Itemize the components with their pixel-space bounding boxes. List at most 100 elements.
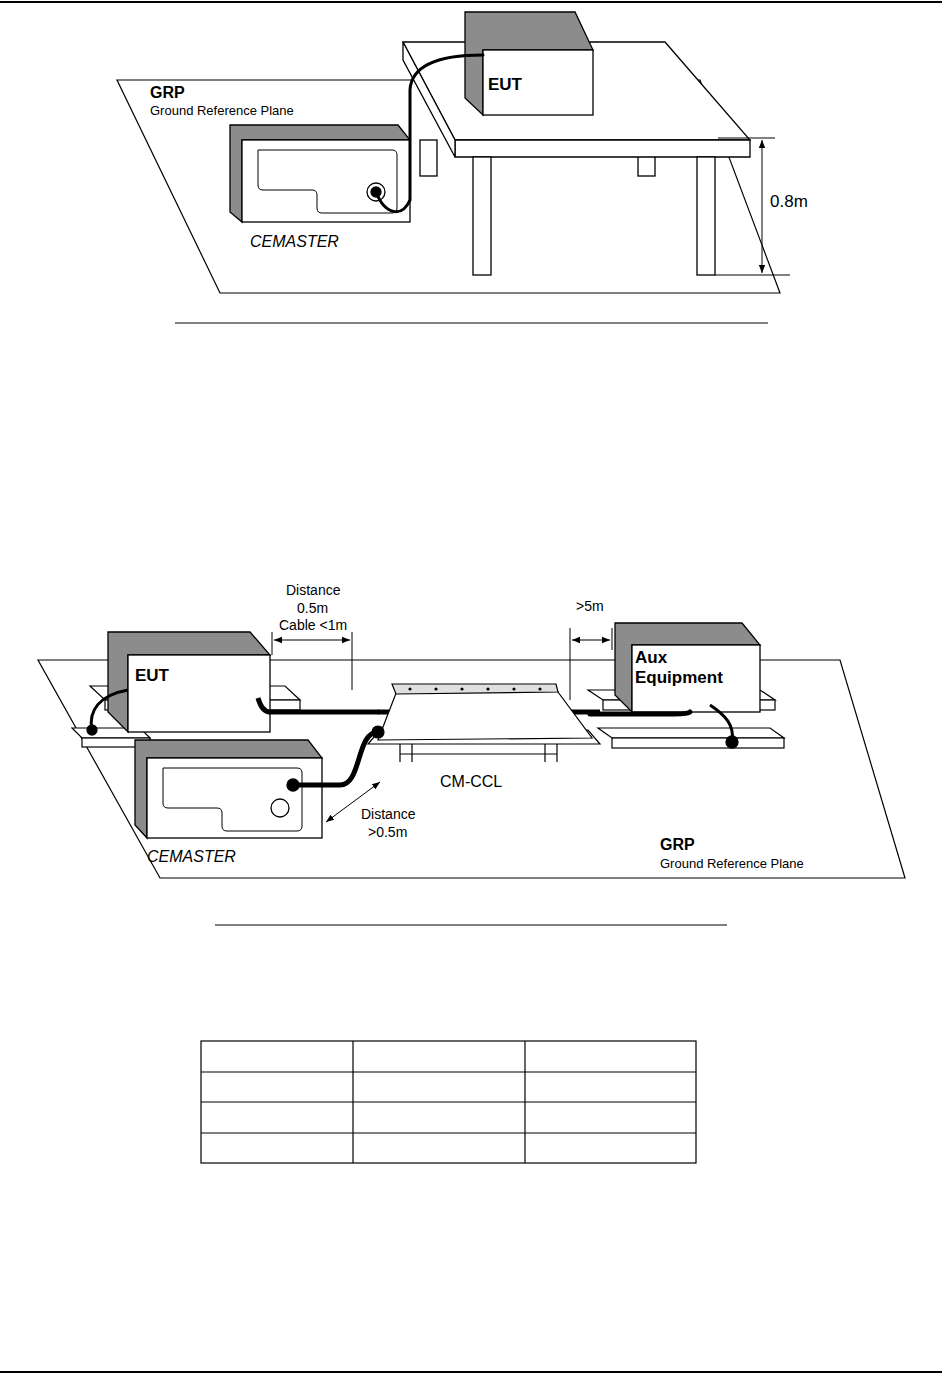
pallet: [612, 738, 784, 748]
node-label: CEMASTER: [250, 232, 339, 251]
dimension-line: [274, 640, 350, 641]
empty-table: [201, 1101, 696, 1102]
empty-table: [524, 1041, 525, 1163]
dimension-line: [272, 628, 612, 822]
generator-box: [147, 758, 322, 838]
cable: [270, 710, 378, 715]
generator-box: CEMASTER: [147, 758, 322, 870]
coupling-clamp: [411, 744, 412, 762]
aux-box: Aux Equipment: [632, 645, 760, 712]
dimension-label: 0.8m: [768, 192, 810, 212]
generator-box: [163, 768, 302, 831]
coupling-clamp: [392, 684, 558, 694]
coupling-clamp: [538, 687, 541, 690]
coupling-clamp: [460, 687, 463, 690]
dimension-label: >0.5m: [366, 824, 409, 841]
node-label: EUT: [488, 75, 522, 95]
equipment-box: [87, 632, 270, 735]
equipment-box: [128, 655, 270, 732]
coupling-clamp: [399, 744, 400, 762]
coupling-clamp: [486, 687, 489, 690]
equipment-box: EUT: [128, 655, 270, 732]
dimension-line: [718, 138, 775, 139]
dimension-line: [570, 628, 571, 700]
generator-box: [135, 740, 322, 838]
generator-box: [230, 125, 410, 222]
rule: [215, 925, 727, 926]
empty-table: [201, 1071, 696, 1072]
node-label: Aux Equipment: [635, 648, 735, 689]
rule: [175, 323, 768, 324]
dimension-line: [272, 632, 273, 655]
dimension-line: [352, 632, 353, 690]
table: [403, 42, 750, 275]
table: [697, 157, 715, 275]
equipment-box: EUT: [483, 50, 593, 115]
generator-box: [230, 125, 410, 222]
empty-table: [201, 1041, 696, 1163]
dimension-line: [715, 275, 790, 276]
cable: [410, 55, 483, 200]
equipment-box: [258, 698, 270, 712]
node-label: GRP: [660, 835, 695, 854]
coupling-clamp: [408, 687, 411, 690]
node-label: EUT: [135, 666, 169, 686]
dimension-line: [612, 628, 613, 650]
pallet: [598, 728, 784, 738]
dimension-line: [762, 140, 763, 273]
equipment-box: [91, 690, 128, 730]
generator-box: [135, 740, 322, 838]
generator-box: [242, 140, 410, 222]
generator-box: CEMASTER: [242, 140, 410, 255]
node-label: CM-CCL: [440, 772, 502, 791]
dimension-label: Cable <1m: [277, 617, 349, 634]
coupling-clamp: [544, 744, 545, 762]
equipment-box: [465, 12, 593, 115]
coupling-clamp: [400, 753, 557, 754]
coupling-clamp: CM-CCL: [378, 690, 590, 795]
equipment-box: [87, 725, 97, 735]
ground-plane-region: GRP Ground Reference Plane EUT CEMASTER CM-C…: [38, 655, 905, 880]
generator-box: [287, 779, 299, 791]
equipment-box: [108, 632, 270, 732]
ground-plane-region: GRPGround Reference PlaneCEMASTER: [117, 78, 780, 295]
rule: [175, 323, 768, 324]
node-label: Ground Reference Plane: [660, 856, 804, 872]
generator-box: [271, 799, 289, 817]
table: [420, 140, 437, 176]
page-frame: [0, 1, 942, 3]
table: [455, 140, 750, 157]
generator-box: [376, 192, 410, 212]
dimension-label: >5m: [574, 598, 606, 615]
dimension-line: [572, 640, 610, 641]
node-label: Ground Reference Plane: [150, 103, 294, 119]
aux-box: [726, 736, 738, 748]
node-label: CEMASTER: [147, 847, 236, 866]
aux-box: [615, 623, 760, 748]
empty-table: [201, 1132, 696, 1133]
equipment-box: [483, 50, 593, 115]
aux-box: [615, 623, 760, 712]
dimension-label: 0.5m: [295, 600, 330, 617]
coupling-clamp: [434, 687, 437, 690]
coupling-clamp: [368, 684, 600, 762]
coupling-clamp: [378, 688, 592, 740]
coupling-clamp: [556, 744, 557, 762]
cable: [322, 732, 378, 785]
equipment-box: [465, 12, 593, 115]
table: [473, 157, 491, 275]
dimension-label: Distance: [284, 582, 342, 599]
coupling-clamp: [512, 687, 515, 690]
empty-table: [352, 1041, 353, 1163]
rule: [215, 925, 727, 926]
aux-box: [632, 645, 760, 712]
coupling-clamp: [408, 687, 541, 690]
empty-table: [201, 1041, 696, 1163]
page-frame: [0, 1371, 942, 1373]
node-label: GRP: [150, 83, 185, 102]
dimension-label: Distance: [359, 806, 417, 823]
cable: [590, 712, 690, 714]
generator-box: [258, 150, 397, 213]
